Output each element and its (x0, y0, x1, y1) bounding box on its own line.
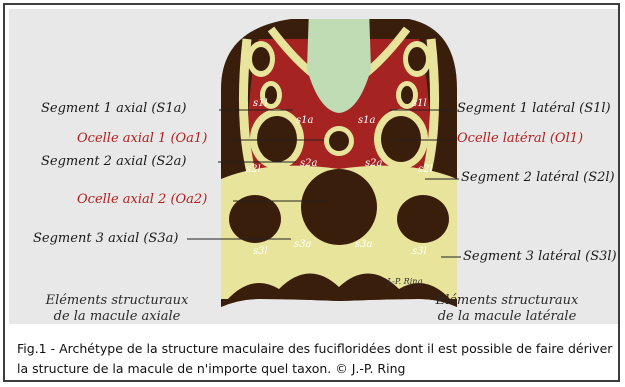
ocelle-lateral-right (381, 116, 421, 162)
footer-axial: Eléments structuraux de la macule axiale (27, 293, 207, 325)
label-segment-3-axial: Segment 3 axial (S3a) (33, 231, 178, 247)
ocelle-axial-1 (329, 131, 349, 151)
label-segment-3-lateral: Segment 3 latéral (S3l) (463, 249, 617, 265)
label-segment-1-lateral: Segment 1 latéral (S1l) (457, 101, 611, 117)
mark-s3a-right: s3a (355, 239, 372, 250)
figure-caption: Fig.1 - Archétype de la structure macula… (17, 339, 617, 379)
ocelle-lateral-left (257, 116, 297, 162)
mark-s1l-right: s1l (412, 98, 427, 109)
label-segment-1-axial: Segment 1 axial (S1a) (41, 101, 186, 117)
label-ocelle-axial-1: Ocelle axial 1 (Oa1) (77, 131, 207, 147)
mark-s1a-left: s1a (296, 115, 313, 126)
mark-s3l-right: s3l (412, 246, 427, 257)
mark-s2a-left: s2a (300, 158, 317, 169)
mark-s2a-right: s2a (365, 158, 382, 169)
footer-lateral: Eléments structuraux de la macule latéra… (417, 293, 597, 325)
ocelle-axial-2 (301, 169, 377, 245)
mark-s3a-left: s3a (294, 239, 311, 250)
figure-frame: s1l s1l s1a s1a s2l s2l s2a s2a s3l s3l … (3, 3, 620, 382)
mark-s1l-left: s1l (253, 98, 268, 109)
label-ocelle-axial-2: Ocelle axial 2 (Oa2) (77, 192, 207, 208)
signature: J.-P. Ring (387, 277, 423, 286)
label-segment-2-axial: Segment 2 axial (S2a) (41, 154, 186, 170)
label-segment-2-lateral: Segment 2 latéral (S2l) (461, 170, 615, 186)
mark-s2l-right: s2l (418, 164, 433, 175)
diagram-panel: s1l s1l s1a s1a s2l s2l s2a s2a s3l s3l … (9, 9, 618, 324)
mark-s2l-left: s2l (246, 164, 261, 175)
label-ocelle-lateral-1: Ocelle latéral (Ol1) (457, 131, 583, 147)
mark-s3l-left: s3l (253, 246, 268, 257)
mark-s1a-right: s1a (358, 115, 375, 126)
